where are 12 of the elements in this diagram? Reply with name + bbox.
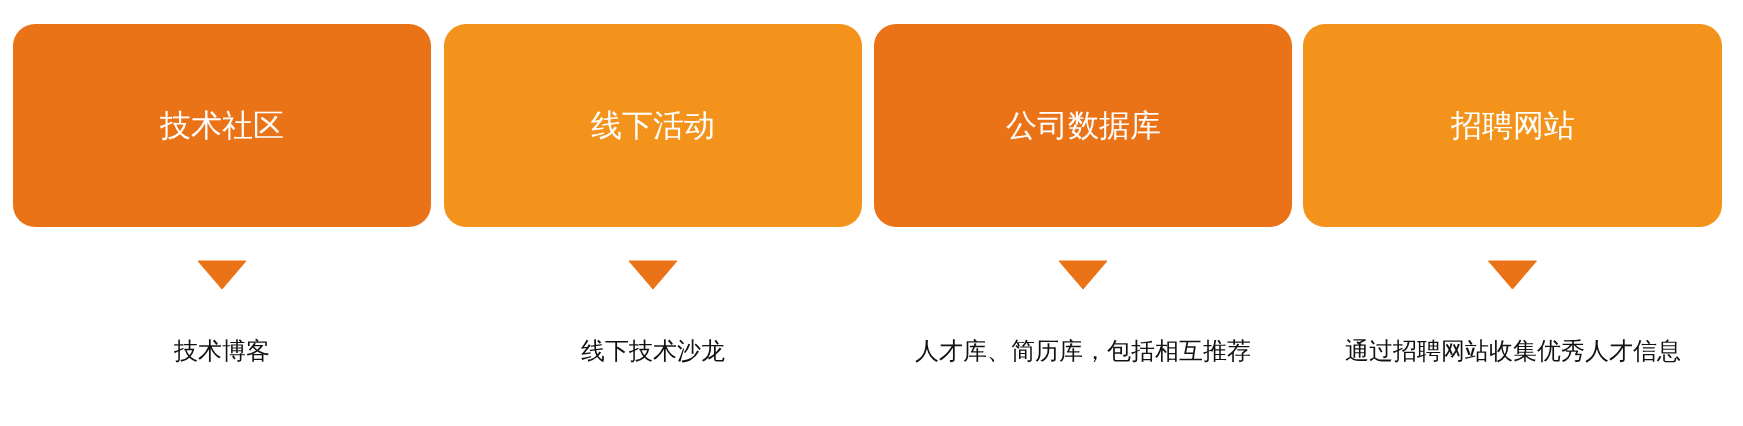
description-text: 人才库、简历库，包括相互推荐 (874, 335, 1292, 367)
chevron-arrow (1058, 260, 1108, 290)
category-box: 技术社区 (13, 24, 431, 227)
category-box: 公司数据库 (874, 24, 1292, 227)
description-text: 线下技术沙龙 (444, 335, 862, 367)
chevron-arrow (197, 260, 247, 290)
chevron-arrow (1488, 260, 1537, 290)
description-text: 技术博客 (13, 335, 431, 367)
description-text: 通过招聘网站收集优秀人才信息 (1303, 335, 1722, 367)
chevron-arrow (628, 260, 678, 290)
category-box: 招聘网站 (1303, 24, 1722, 227)
category-box: 线下活动 (444, 24, 862, 227)
